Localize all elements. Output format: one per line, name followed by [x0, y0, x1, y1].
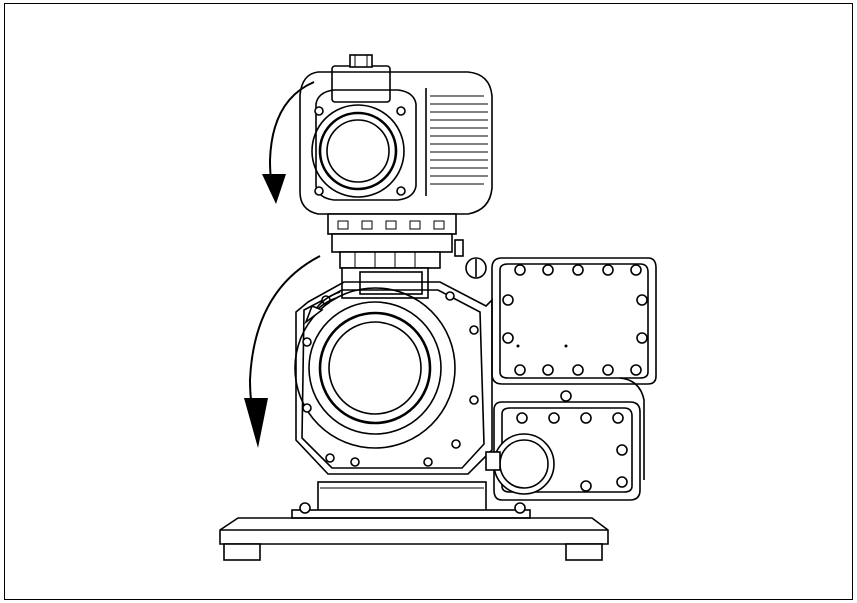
pump-foot — [317, 481, 487, 515]
pump-face-mid — [308, 301, 442, 435]
bolt — [396, 186, 406, 196]
base-plate — [219, 517, 609, 545]
base-foot-left — [223, 543, 261, 561]
cover-upper — [491, 257, 657, 402]
motor-cooling-fins — [425, 88, 488, 196]
bolt — [314, 186, 324, 196]
terminal-box-cap — [349, 54, 373, 68]
motor — [299, 54, 493, 257]
bolt — [396, 106, 406, 116]
base-frame — [219, 481, 609, 561]
pump-housing-outline — [295, 281, 493, 475]
pump-face-outer — [294, 287, 456, 449]
pump-housing — [294, 281, 493, 475]
pump-face-ring — [318, 311, 432, 425]
cover-lower — [493, 377, 645, 501]
motor-face-ring — [318, 111, 398, 191]
coupling — [339, 251, 487, 299]
motor-end-shield — [315, 89, 417, 201]
motor-face-outer — [311, 104, 405, 198]
pump-face-inner — [328, 321, 422, 415]
motor-flange — [327, 213, 457, 235]
pump-rotation-arrow — [244, 255, 321, 448]
motor-rotation-arrow — [262, 81, 315, 204]
motor-face-inner — [326, 119, 390, 183]
motor-adapter — [331, 233, 453, 253]
bolt — [314, 106, 324, 116]
oil-filter — [485, 433, 555, 495]
base-foot-right — [565, 543, 603, 561]
motor-housing — [299, 71, 493, 215]
